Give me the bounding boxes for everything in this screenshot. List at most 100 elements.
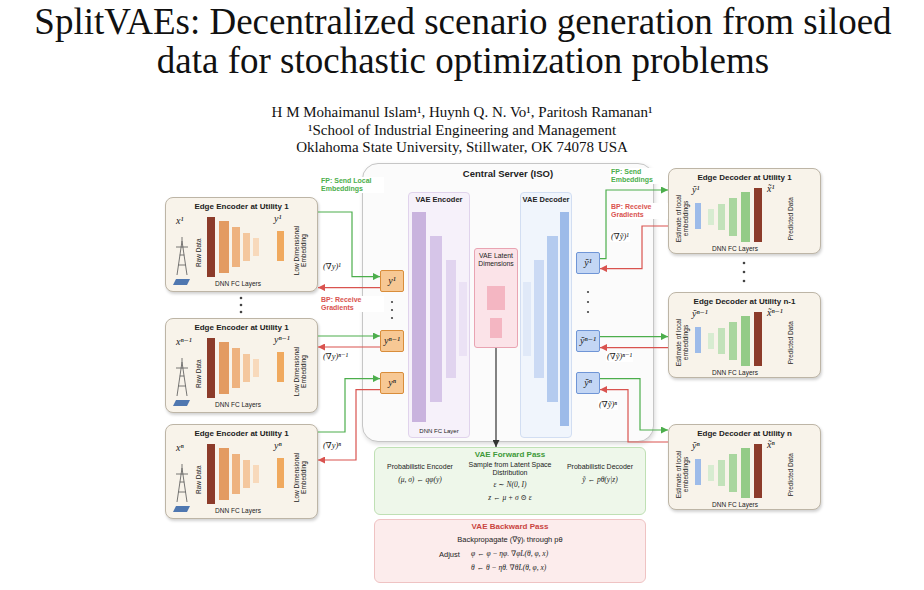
edge-label: BP: Receive Gradients bbox=[610, 203, 668, 219]
edge-label: FP: Send Embeddings bbox=[610, 168, 668, 184]
node-text: xⁿ⁻¹ bbox=[176, 336, 192, 348]
connector-arrow bbox=[600, 336, 668, 337]
forward-pass-box: VAE Forward PassProbabilistic Encoder (μ,… bbox=[374, 447, 646, 515]
connector-arrow bbox=[318, 212, 380, 277]
node-text: Low Dimensional Embedding bbox=[293, 340, 308, 402]
latent-cell bbox=[490, 318, 502, 338]
vae-encoder-layer bbox=[412, 212, 426, 422]
node-text: Backpropagate (∇ỹ)ᵢ through pθ bbox=[375, 536, 645, 545]
edge-decoder-box: Edge Decoder at Utility 1Estimate of loc… bbox=[668, 168, 821, 254]
node-heading: yⁿ⁻¹ bbox=[381, 335, 403, 347]
embedding-input-box: yⁿ⁻¹ bbox=[380, 330, 404, 352]
node-text: DNN FC Layers bbox=[208, 507, 268, 514]
node-text: Adjust bbox=[439, 551, 460, 560]
node-text: Predicted Data bbox=[787, 190, 794, 246]
node-text: x̃ⁿ⁻¹ bbox=[767, 307, 783, 319]
node-text: Sample from Latent Space Distribution bbox=[465, 461, 555, 477]
node-text: ε ∼ N(0, I) bbox=[465, 481, 555, 490]
node-text: DNN FC Layer bbox=[409, 428, 469, 435]
node-heading: VAE Latent Dimensions bbox=[475, 252, 517, 268]
node-text: φ ← φ − ηφ. ∇φL(θ, φ, x) bbox=[471, 550, 548, 559]
ellipsis-dot bbox=[391, 309, 393, 311]
embedding-output-box: ỹⁿ⁻¹ bbox=[576, 330, 600, 352]
node-heading: Edge Decoder at Utility n-1 bbox=[669, 297, 820, 306]
node-text: ỹⁿ bbox=[692, 440, 700, 452]
node-heading: VAE Backward Pass bbox=[375, 522, 645, 531]
encoder-art bbox=[173, 338, 284, 406]
node-text: yⁿ bbox=[274, 440, 282, 452]
author-text: H M Mohaimanul Islam¹, Huynh Q. N. Vo¹, … bbox=[0, 104, 924, 121]
node-text: x̃ⁿ bbox=[767, 439, 775, 451]
vae-encoder-layer bbox=[430, 236, 442, 402]
vae-encoder-block: VAE EncoderDNN FC Layer bbox=[408, 192, 470, 438]
author-text: ¹School of Industrial Engineering and Ma… bbox=[0, 122, 924, 139]
node-text: Raw Data bbox=[195, 222, 202, 282]
paper-title: SplitVAEs: Decentralized scenario genera… bbox=[10, 2, 916, 80]
node-heading: yⁿ bbox=[381, 377, 403, 389]
edge-encoder-box: Edge Encoder at Utility 1xⁿRaw DataDNN F… bbox=[165, 424, 318, 519]
vae-decoder-layer bbox=[534, 260, 544, 378]
node-heading: ỹⁿ bbox=[577, 377, 599, 389]
node-heading: VAE Decoder bbox=[521, 196, 571, 205]
ellipsis-dot bbox=[743, 262, 746, 265]
embedding-input-box: y¹ bbox=[380, 270, 404, 292]
ellipsis-dot bbox=[743, 271, 746, 274]
connector-arrow bbox=[600, 190, 668, 259]
node-text: ỹ¹ bbox=[692, 184, 699, 196]
edge-encoder-box: Edge Encoder at Utility 1xⁿ⁻¹Raw DataDNN… bbox=[165, 318, 318, 413]
ellipsis-dot bbox=[743, 280, 746, 283]
node-text: x¹ bbox=[176, 215, 183, 227]
node-heading: Edge Decoder at Utility 1 bbox=[669, 173, 820, 182]
ellipsis-dot bbox=[587, 301, 589, 303]
node-text: ỹ ← pθ(y|z) bbox=[559, 476, 641, 485]
connector-arrow bbox=[318, 335, 380, 336]
node-text: Probabilistic Decoder bbox=[559, 463, 641, 471]
node-text: ỹⁿ⁻¹ bbox=[692, 308, 708, 320]
node-heading: ỹⁿ⁻¹ bbox=[577, 335, 599, 347]
connector-arrow bbox=[495, 348, 496, 447]
edge-decoder-box: Edge Decoder at Utility n Estimate of loc… bbox=[668, 424, 821, 510]
node-text: DNN FC Layers bbox=[705, 245, 765, 252]
node-heading: ỹ¹ bbox=[577, 257, 599, 269]
node-text: DNN FC Layers bbox=[705, 501, 765, 508]
encoder-art bbox=[173, 217, 284, 285]
node-text: θ ← θ − ηθ. ∇θL(θ, φ, x) bbox=[471, 564, 546, 573]
node-heading: y¹ bbox=[381, 275, 403, 287]
node-heading: Edge Decoder at Utility n bbox=[669, 429, 820, 438]
node-text: (μ, σ) ← qφ(y) bbox=[379, 476, 461, 485]
vae-decoder-layer bbox=[523, 282, 531, 356]
edge-label: BP: Receive Gradients bbox=[320, 296, 384, 312]
connector-arrow bbox=[600, 379, 668, 430]
gradient-label: (∇ỹ)ⁿ⁻¹ bbox=[606, 352, 633, 362]
node-text: y¹ bbox=[274, 213, 281, 225]
gradient-label: (∇y)¹ bbox=[322, 262, 342, 272]
node-text: Estimate of local embeddings bbox=[675, 443, 690, 505]
node-text: Predicted Data bbox=[787, 446, 794, 502]
node-text: DNN FC Layers bbox=[705, 369, 765, 376]
node-heading: VAE Forward Pass bbox=[375, 450, 645, 459]
node-text: Low Dimensional Embedding bbox=[293, 219, 308, 281]
node-heading: VAE Encoder bbox=[409, 196, 469, 205]
gradient-label: (∇y)ⁿ⁻¹ bbox=[322, 352, 349, 362]
node-text: DNN FC Layers bbox=[208, 280, 268, 287]
node-text: xⁿ bbox=[176, 442, 184, 454]
connector-arrow bbox=[318, 379, 380, 432]
vae-decoder-layer bbox=[560, 212, 569, 426]
node-text: Raw Data bbox=[195, 343, 202, 403]
decoder-art bbox=[695, 312, 762, 366]
ellipsis-dot bbox=[587, 291, 589, 293]
ellipsis-dot bbox=[240, 297, 243, 300]
node-text: Probabilistic Encoder bbox=[379, 463, 461, 471]
edge-label: FP: Send Local Embeddings bbox=[320, 177, 384, 193]
connector-arrow bbox=[600, 390, 668, 442]
latent-box: VAE Latent Dimensions bbox=[474, 248, 518, 348]
vae-encoder-layer bbox=[446, 260, 456, 378]
decoder-art bbox=[695, 444, 762, 498]
gradient-label: (∇ỹ)ⁿ bbox=[598, 400, 618, 410]
edge-decoder-box: Edge Decoder at Utility n-1Estimate of l… bbox=[668, 292, 821, 378]
node-heading: Edge Encoder at Utility 1 bbox=[166, 429, 317, 438]
connector-arrow bbox=[600, 226, 668, 269]
embedding-output-box: ỹ¹ bbox=[576, 252, 600, 274]
